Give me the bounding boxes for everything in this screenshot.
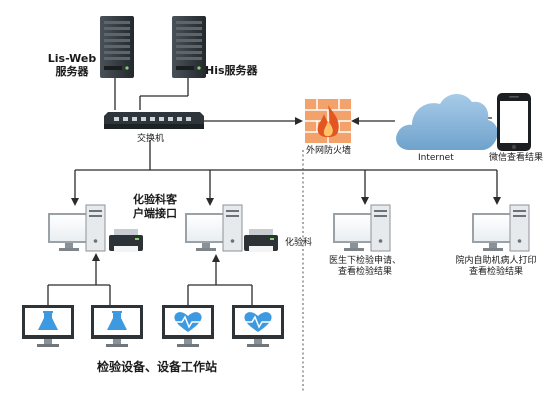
lab-dept-label: 化验科	[285, 238, 313, 248]
pc-icon	[472, 204, 530, 252]
phone-icon	[497, 93, 531, 151]
cloud-icon	[396, 93, 498, 150]
lab-client-label-line1: 化验科客	[133, 193, 177, 206]
kiosk-label-line2: 查看检验结果	[468, 267, 523, 277]
server-icon	[100, 16, 134, 78]
printer-icon	[244, 229, 278, 252]
internet-label: Internet	[418, 153, 454, 163]
lis-server-label-line1: Lis-Web	[47, 52, 97, 65]
pc-icon	[333, 204, 391, 252]
switch-label: 交换机	[137, 134, 165, 144]
devices-label: 检验设备、设备工作站	[97, 360, 218, 374]
pc-icon	[48, 204, 106, 252]
pc-icon	[185, 204, 243, 252]
printer-icon	[109, 229, 143, 252]
heart-monitor-icon	[232, 305, 284, 347]
firewall-icon	[305, 99, 351, 143]
doctor-label-line1: 医生下检验申请、	[328, 256, 401, 266]
flask-monitor-icon	[22, 305, 74, 347]
flask-monitor-icon	[91, 305, 143, 347]
heart-monitor-icon	[162, 305, 214, 347]
doctor-label-line2: 查看检验结果	[337, 267, 392, 277]
switch-icon	[104, 112, 204, 129]
lab-client-label-line2: 户端接口	[133, 207, 177, 220]
kiosk-label-line1: 院内自助机病人打印	[455, 256, 537, 266]
connections	[47, 78, 501, 305]
wechat-label: 微信查看结果	[489, 153, 544, 163]
firewall-label: 外网防火墙	[306, 146, 352, 156]
lis-server-label-line2: 服务器	[55, 65, 89, 78]
his-server-label: His服务器	[205, 64, 258, 77]
server-icon	[172, 16, 206, 78]
